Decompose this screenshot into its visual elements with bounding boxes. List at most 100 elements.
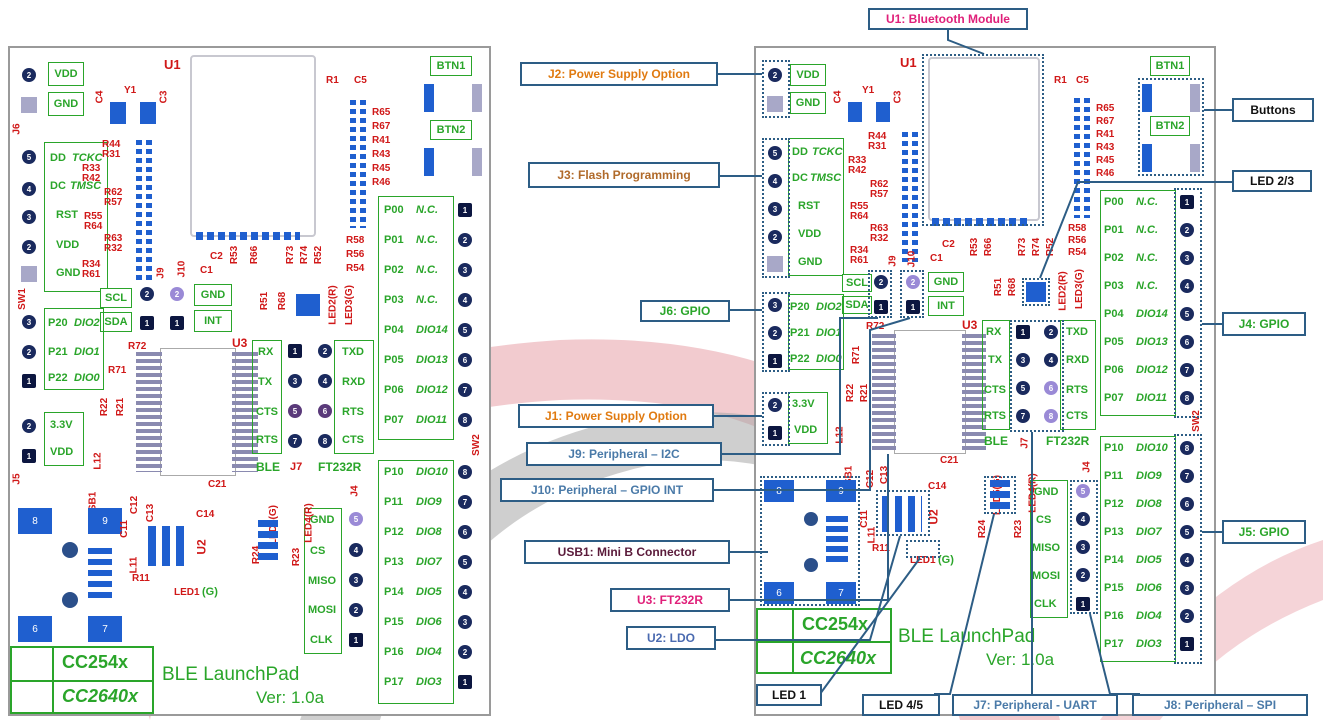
j8-mosi: MOSI: [308, 604, 337, 616]
gpio-port-label: P06: [1104, 364, 1124, 376]
gpio-dio-label: DIO8: [1136, 498, 1162, 510]
j3-tmsc: TMSC: [70, 180, 102, 192]
gpio-dio-label: DIO9: [1136, 470, 1162, 482]
gpio-dio-label: DIO10: [1136, 442, 1168, 454]
u3-right-pins: [232, 352, 258, 472]
line-led1: [800, 557, 921, 695]
r56-ref: R56: [346, 249, 365, 260]
j7-right-box: [334, 340, 374, 454]
gpio-dio-label: DIO9: [416, 496, 442, 508]
c14-ref: C14: [196, 509, 215, 520]
r-usb-hole1: [804, 512, 818, 526]
gpio-pin: 5: [1180, 307, 1194, 321]
gpio-port-label: P05: [384, 354, 404, 366]
j8-clk: CLK: [310, 634, 333, 646]
r-c2: C2: [942, 239, 955, 250]
j3-pin1: [21, 266, 37, 282]
hl-u1: [922, 54, 1044, 226]
gpio-pin: 8: [458, 413, 472, 427]
c2-ref: C2: [210, 251, 223, 262]
gpio-dio-label: N.C.: [416, 294, 438, 306]
r64-ref: R64: [84, 221, 103, 232]
r-sw1-b: [1190, 84, 1200, 112]
logo-cc2640x: CC2640x: [62, 686, 139, 706]
r-j3-pin1: [767, 256, 783, 272]
sw1-pad-a: [424, 84, 434, 112]
j6-p21: P21: [48, 346, 68, 358]
gpio-dio-label: DIO4: [1136, 610, 1162, 622]
u3-ref: U3: [232, 336, 248, 350]
gpio-pin: 4: [458, 293, 472, 307]
r-j7-pin2: 2: [1044, 325, 1058, 339]
r-r34: R34: [850, 245, 869, 256]
j1-pin1: 1: [22, 449, 36, 463]
r-j7-txd: TXD: [1066, 326, 1088, 338]
r41-ref: R41: [372, 135, 391, 146]
j6-sda: SDA: [100, 312, 132, 332]
r-j8-gnd: GND: [1034, 486, 1059, 498]
hl-j9: [868, 270, 892, 318]
c21-ref: C21: [208, 479, 227, 490]
r-left-rcol2: [912, 132, 918, 262]
j6-dio2: DIO2: [74, 317, 100, 329]
gpio-pin: 5: [458, 323, 472, 337]
line-u1: [947, 28, 985, 55]
gpio-dio-label: DIO3: [416, 676, 442, 688]
j8-pin2: 2: [349, 603, 363, 617]
r-j3-pin5: 5: [768, 146, 782, 160]
gpio-port-label: P07: [384, 414, 404, 426]
line-led45: [934, 513, 995, 695]
r-j6-p22: P22: [790, 353, 810, 365]
j3-pin5: 5: [22, 150, 36, 164]
gpio-pin: 1: [458, 675, 472, 689]
gpio-pin: 2: [458, 645, 472, 659]
r63-ref: R63: [104, 233, 123, 244]
line-j10: [712, 317, 911, 491]
j10-pin2: 2: [170, 287, 184, 301]
r-j1-pin1: 1: [768, 426, 782, 440]
r-j2-vdd: VDD: [790, 64, 826, 86]
r-j8-cs: CS: [1036, 514, 1052, 526]
hl-j2: [762, 60, 790, 118]
gpio-dio-label: DIO13: [1136, 336, 1168, 348]
r33-ref: R33: [82, 163, 101, 174]
gpio-pin: 6: [1180, 335, 1194, 349]
j7-pin4: 4: [318, 374, 332, 388]
r31-ref: R31: [102, 149, 121, 160]
callout-led1: LED 1: [756, 684, 822, 706]
j7-ft232r: FT232R: [318, 460, 362, 474]
r-j10-pin2: 2: [906, 275, 920, 289]
gpio-pin: 5: [458, 555, 472, 569]
callout-u2: U2: LDO: [626, 626, 716, 650]
r-usb-pad7: 7: [826, 582, 856, 604]
left-rcol-pads-2: [146, 140, 152, 280]
j8-cs: CS: [310, 545, 326, 557]
r-j7-pin7: 7: [1016, 409, 1030, 423]
r57-ref: R57: [104, 197, 123, 208]
r-u3-ref: U3: [962, 318, 978, 332]
r-j8-pin5: 5: [1076, 484, 1090, 498]
r-j6-dio2: DIO2: [816, 301, 842, 313]
brand-name: BLE LaunchPad: [162, 664, 300, 685]
r43-ref: R43: [372, 149, 391, 160]
sw2-pad-a: [424, 148, 434, 176]
r-r33: R33: [848, 155, 867, 166]
gpio-pin: 3: [458, 263, 472, 277]
j6-p22: P22: [48, 372, 68, 384]
r-j7-pin6: 6: [1044, 381, 1058, 395]
gpio-pin: 6: [458, 353, 472, 367]
gpio-port-label: P02: [1104, 252, 1124, 264]
u1-bottom-pads: [196, 232, 300, 240]
callout-u1: U1: Bluetooth Module: [868, 8, 1028, 30]
callout-j2: J2: Power Supply Option: [520, 62, 718, 86]
gpio-port-label: P07: [1104, 392, 1124, 404]
r-j3-tmsc: TMSC: [810, 172, 842, 184]
r-u1-bottom: [932, 218, 1028, 226]
y1-ref: Y1: [124, 85, 137, 96]
r-r65: R65: [1096, 103, 1115, 114]
j6-dio0: DIO0: [74, 372, 100, 384]
r-r58: R58: [1068, 223, 1087, 234]
